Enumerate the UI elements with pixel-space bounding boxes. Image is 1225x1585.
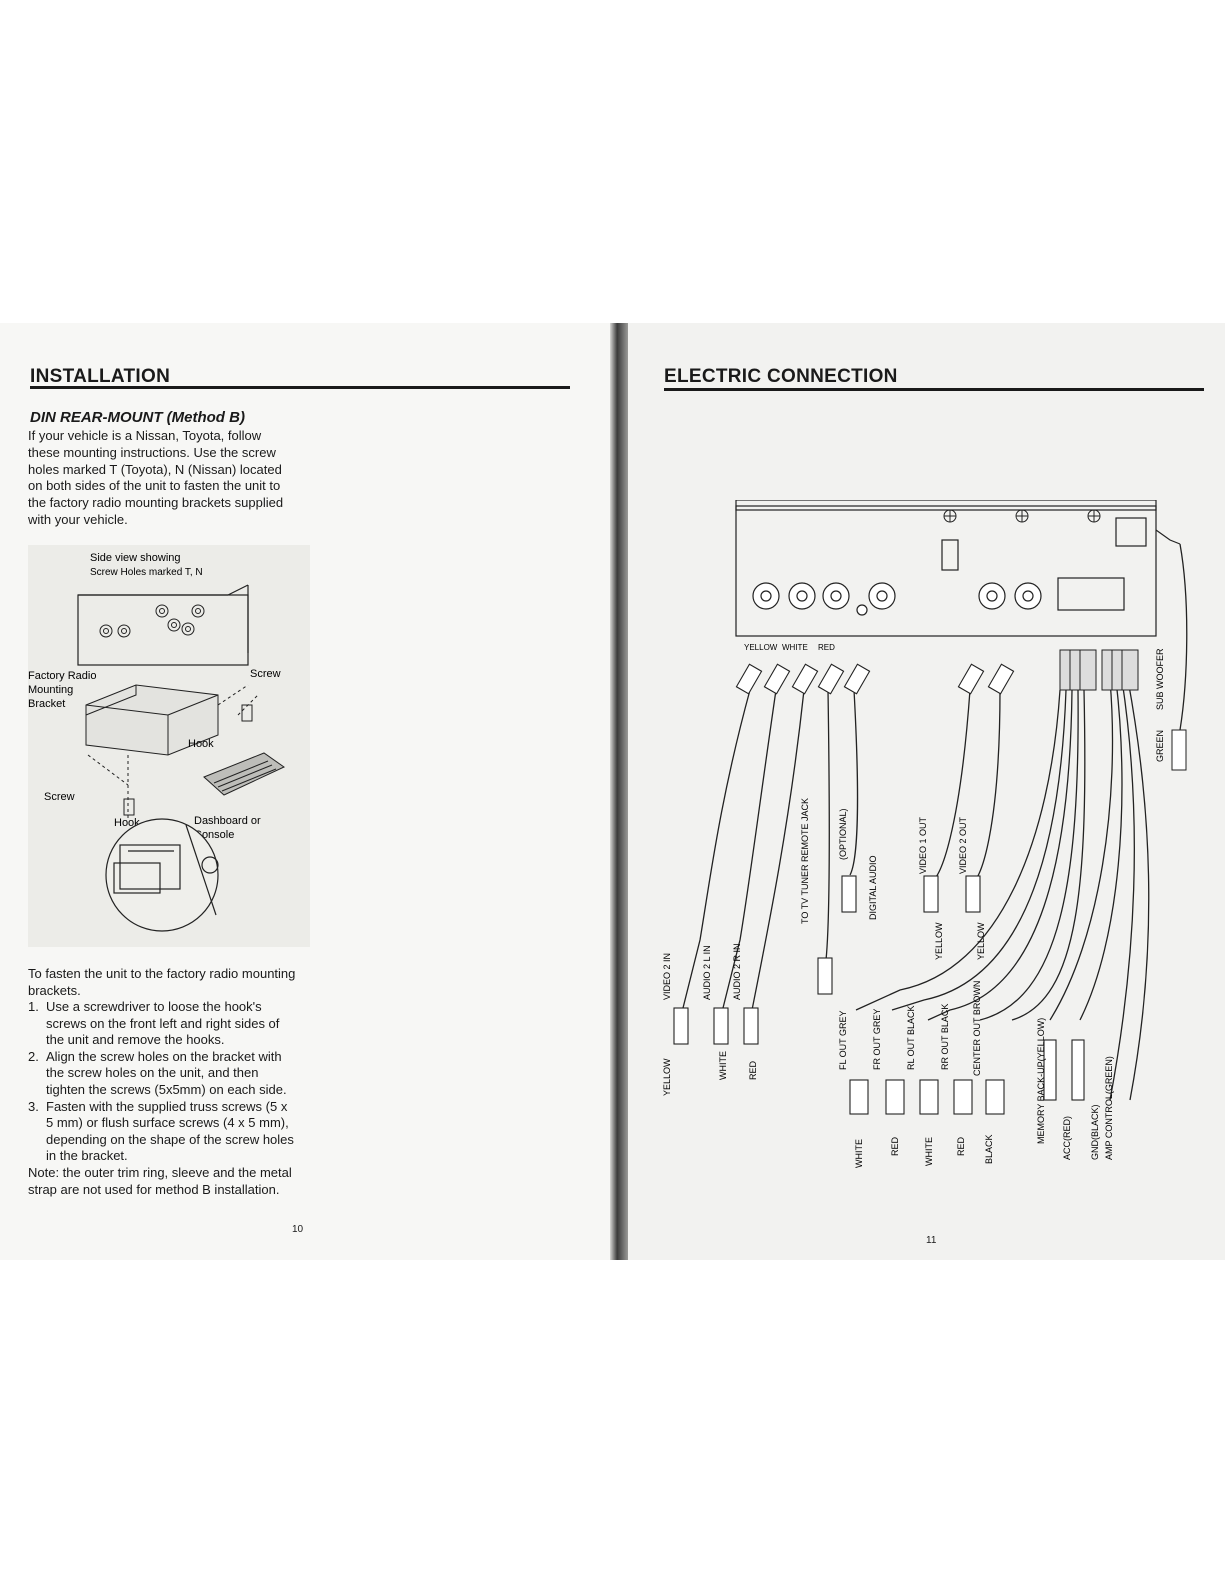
label-dash-1: Dashboard or [194,815,261,827]
label-white-c: WHITE [924,1137,934,1166]
intro-text: If your vehicle is a Nissan, Toyota, fol… [28,428,284,527]
label-gnd: GND(BLACK) [1090,1104,1100,1160]
rca-plugs-mid [673,875,981,1045]
label-factory-3: Bracket [28,698,65,710]
step-text: Use a screwdriver to loose the hook's sc… [46,999,280,1048]
sub-woofer-plug [1171,729,1187,771]
label-digital-audio: DIGITAL AUDIO [868,855,878,920]
label-sub-woofer: SUB WOOFER [1155,648,1165,710]
label-acc: ACC(RED) [1062,1116,1072,1160]
step-item: 1. Use a screwdriver to loose the hook's … [28,999,298,1049]
label-red-a: RED [748,1060,758,1080]
label-fr-out: FR OUT GREY [872,1009,882,1070]
label-white-b: WHITE [854,1139,864,1168]
label-rl-out: RL OUT BLACK [906,1005,916,1070]
label-audio2-r: AUDIO 2 R IN [732,943,742,1000]
book-gutter [610,323,628,1260]
dashboard-piece [203,752,285,796]
label-white-a: WHITE [718,1051,728,1080]
label-screw-bottom: Screw [44,791,75,803]
label-screw-top: Screw [250,668,281,680]
page-number-left: 10 [292,1224,304,1235]
label-yellow-a: YELLOW [934,922,944,960]
radio-unit-drawing [85,684,219,756]
hook-bottom-shape [123,798,135,816]
label-green: GREEN [1155,730,1165,762]
jack-label-red: RED [818,643,835,652]
section-title-electric: ELECTRIC CONNECTION [664,366,898,387]
label-rr-out: RR OUT BLACK [940,1004,950,1070]
subtitle-din-rear-mount: DIN REAR-MOUNT (Method B) [30,409,245,426]
label-amp: AMP CONTROL(GREEN) [1104,1056,1114,1160]
label-red-c: RED [956,1136,966,1156]
step-number: 2. [28,1048,39,1064]
step-item: 3. Fasten with the supplied truss screws … [28,1099,298,1165]
label-hook-bottom: Hook [114,817,140,829]
note-text: Note: the outer trim ring, sleeve and th… [28,1164,292,1197]
label-video1-out: VIDEO 1 OUT [918,816,928,874]
label-yellow-c: YELLOW [662,1058,672,1096]
section-title-installation: INSTALLATION [30,366,171,387]
label-video2-out: VIDEO 2 OUT [958,816,968,874]
label-yellow-b: YELLOW [976,922,986,960]
title-rule-left [30,386,570,389]
label-hook-right: Hook [188,738,214,750]
step-item: 2. Align the screw holes on the bracket w… [28,1049,298,1099]
page-number-right: 11 [926,1235,937,1246]
side-view-panel [77,584,249,666]
title-rule-right [664,388,1204,391]
step-number: 1. [28,999,39,1014]
hook-right-shape [241,704,253,722]
caption-line1: Side view showing [90,552,181,564]
label-factory-2: Mounting [28,684,73,696]
steps-intro-text: To fasten the unit to the factory radio … [28,966,296,998]
step-number: 3. [28,1098,39,1114]
wiring-diagram: YELLOW WHITE RED SUB WOOFER [662,500,1188,1168]
label-factory-1: Factory Radio [28,670,96,682]
label-red-b: RED [890,1136,900,1156]
panel-screws [943,509,1101,523]
magnified-detail [105,818,219,932]
steps-list: 1. Use a screwdriver to loose the hook's … [28,999,298,1198]
steps-intro: To fasten the unit to the factory radio … [28,966,298,1000]
label-tv-tuner: TO TV TUNER REMOTE JACK [800,798,810,924]
rca-jacks [752,582,1042,616]
mounting-diagram: Side view showing Screw Holes marked T, … [28,552,285,932]
label-black-a: BLACK [984,1134,994,1164]
label-fl-out: FL OUT GREY [838,1010,848,1070]
label-audio2-l: AUDIO 2 L IN [702,945,712,1000]
jack-label-white: WHITE [782,643,808,652]
step-text: Align the screw holes on the bracket wit… [46,1048,287,1097]
label-optional: (OPTIONAL) [838,808,848,860]
rca-plugs-top [735,663,1015,695]
label-video2-in: VIDEO 2 IN [662,953,672,1000]
label-center-out: CENTER OUT BROWN [972,981,982,1076]
rca-plugs-bottom [849,1039,1085,1115]
harness-connector [1059,649,1139,691]
label-memory: MEMORY BACK-UP(YELLOW) [1036,1018,1046,1144]
intro-paragraph: If your vehicle is a Nissan, Toyota, fol… [28,428,293,529]
screw-holes [99,604,205,638]
caption-line2: Screw Holes marked T, N [90,567,203,578]
step-text: Fasten with the supplied truss screws (5… [46,1098,294,1164]
jack-label-yellow: YELLOW [744,643,778,652]
unit-rear-panel [735,500,1181,637]
